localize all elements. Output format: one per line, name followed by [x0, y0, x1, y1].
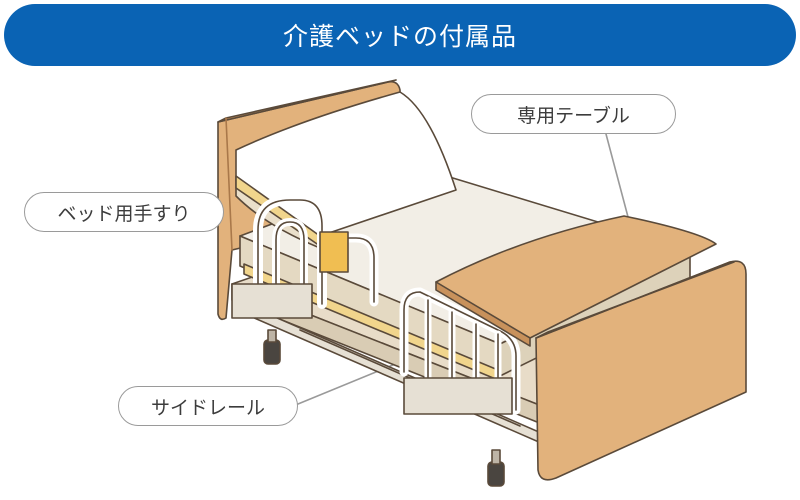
side-rail-label: サイドレール [118, 386, 298, 426]
caster-front-left [263, 329, 281, 365]
frame-block-right [403, 377, 513, 415]
siderail-leader-line [297, 357, 411, 405]
table-leader-line [605, 133, 633, 233]
handrail-label: ベッド用手すり [24, 192, 224, 232]
title-text: 介護ベッドの付属品 [282, 22, 517, 51]
title-banner: 介護ベッドの付属品 [4, 4, 796, 66]
table-label-text: 専用テーブル [517, 104, 630, 127]
handrail-label-text: ベッド用手すり [57, 202, 191, 225]
side-rail-label-text: サイドレール [150, 396, 265, 419]
caster-front-right [487, 449, 505, 487]
headboard-edge [217, 79, 397, 123]
handrail-grip [319, 231, 349, 273]
side-rail [399, 287, 521, 415]
frame-block-left [231, 283, 313, 319]
table-label: 専用テーブル [471, 94, 676, 134]
footboard [535, 260, 747, 481]
bed-handrail [253, 195, 379, 309]
